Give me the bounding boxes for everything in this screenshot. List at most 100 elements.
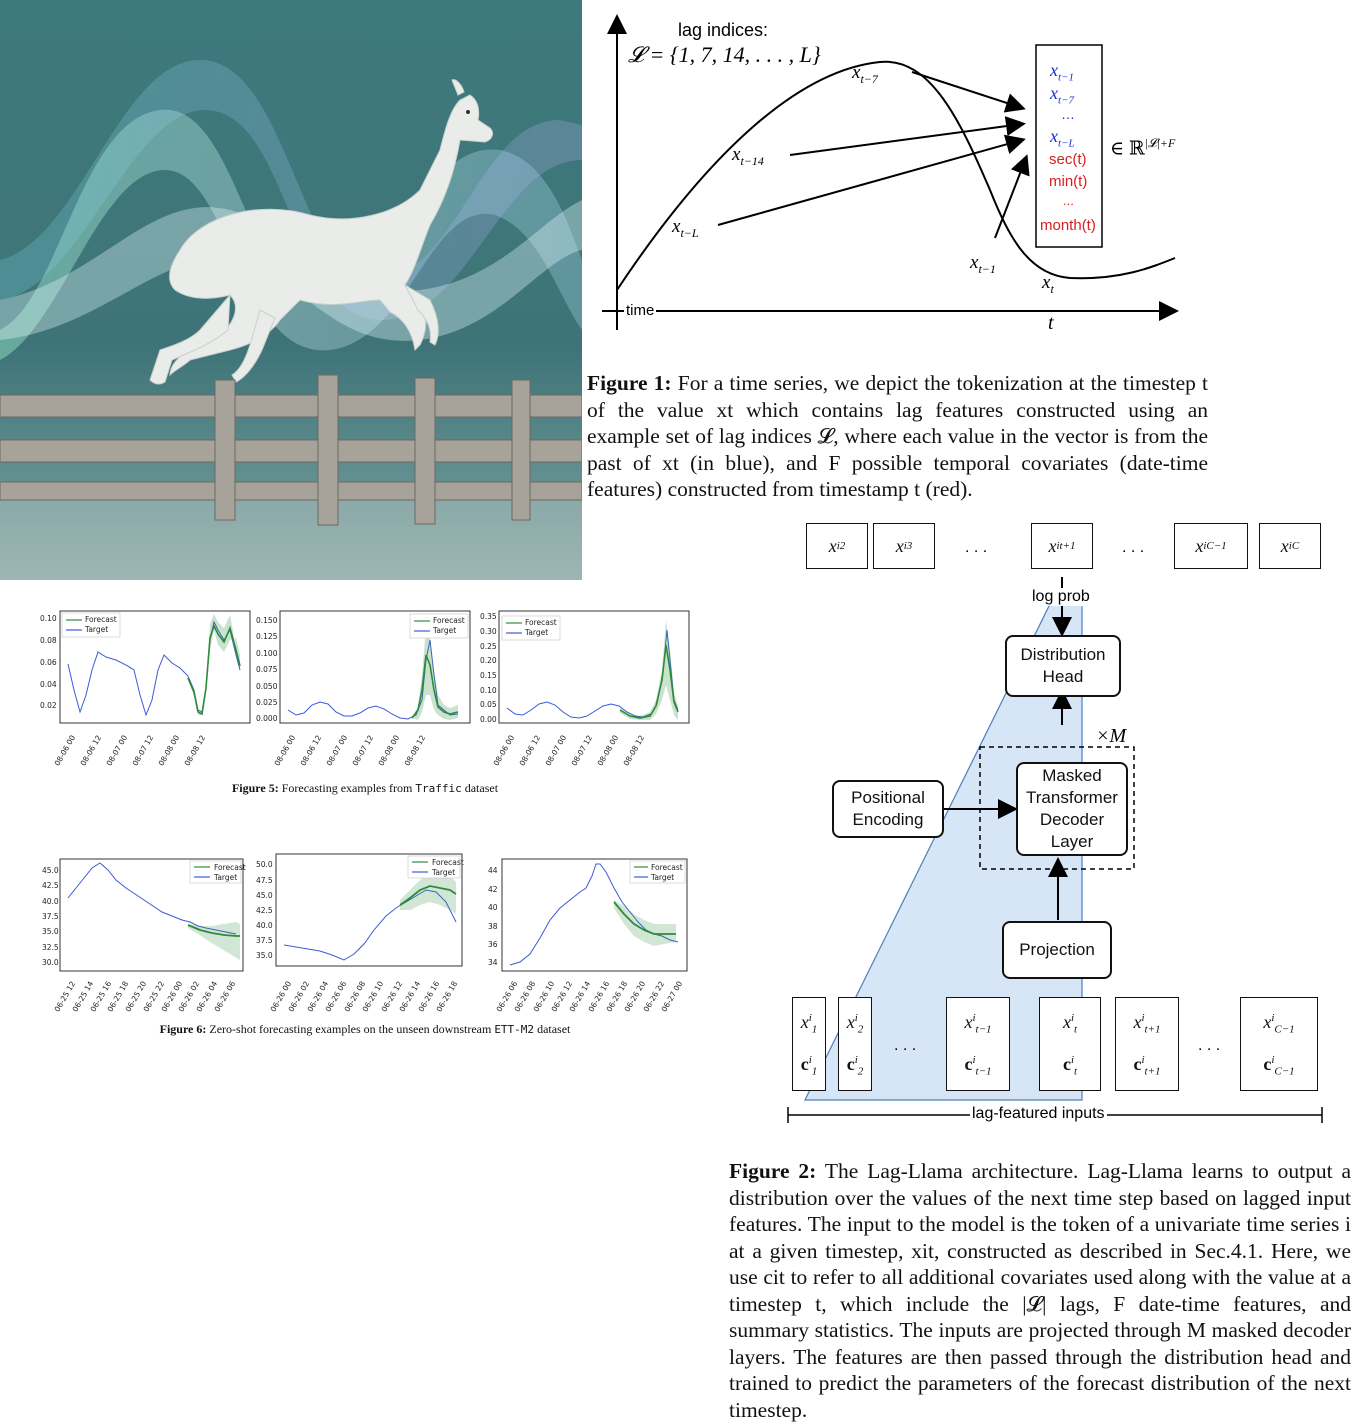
- f6-legend-target-1: Target: [214, 873, 238, 882]
- figure-5-svg: [59, 610, 690, 724]
- f6-p1-ytick: 42.5: [42, 881, 59, 890]
- f6-p2-ytick: 50.0: [256, 860, 273, 869]
- f5-p2-ytick: 0.100: [256, 649, 278, 658]
- figure-6-caption-text: Zero-shot forecasting examples on the un…: [209, 1022, 492, 1036]
- vector-entry-t-minus-L: xt−L: [1050, 126, 1075, 150]
- f6-p2-ytick: 47.5: [256, 876, 273, 885]
- f6-legend-target-3: Target: [651, 873, 675, 882]
- figure-6-caption-end: dataset: [537, 1022, 571, 1036]
- f5-legend-target-1: Target: [85, 625, 109, 634]
- f6-p3-ytick: 36: [488, 940, 498, 949]
- input-token-C-minus-1: xiC−1 ciC−1: [1240, 997, 1318, 1091]
- f6-p2-ytick: 42.5: [256, 906, 273, 915]
- positional-encoding-box: Positional Encoding: [832, 780, 944, 838]
- vector-entry-t-minus-1: xt−1: [1050, 60, 1074, 84]
- f5-p3-ytick: 0.25: [480, 642, 497, 651]
- f6-p3-ytick: 44: [488, 866, 498, 875]
- figure-5-caption-text: Forecasting examples from: [281, 781, 413, 795]
- f5-p2-ytick: 0.150: [256, 616, 278, 625]
- input-ellipsis-1: . . .: [894, 1037, 917, 1054]
- llama-illustration: [0, 0, 582, 580]
- f6-p2-ytick: 45.0: [256, 891, 273, 900]
- figure-2-caption: Figure 2: The Lag-Llama architecture. La…: [729, 1158, 1351, 1423]
- figure-2-caption-text: The Lag-Llama architecture. Lag-Llama le…: [729, 1159, 1351, 1422]
- top-ellipsis-1: . . .: [965, 539, 988, 556]
- sub-t-minus-14: t−14: [740, 153, 764, 168]
- lag-indices-title: lag indices:: [678, 20, 769, 40]
- f5-legend-forecast-3: Forecast: [525, 618, 557, 627]
- vector-entry-min: min(t): [1049, 173, 1088, 190]
- f6-legend-forecast-2: Forecast: [432, 858, 464, 867]
- f5-p3-ytick: 0.20: [480, 656, 497, 665]
- vector-entry-sec: sec(t): [1049, 151, 1087, 168]
- vector-entry-month: month(t): [1040, 217, 1096, 234]
- figure-6-caption-label: Figure 6:: [159, 1022, 207, 1036]
- figure-5-caption: Figure 5: Forecasting examples from Traf…: [30, 781, 700, 796]
- label-x-t-minus-7: xt−7: [852, 62, 878, 86]
- f5-p1-ytick: 0.10: [40, 614, 57, 623]
- f5-p3-ytick: 0.00: [480, 715, 497, 724]
- times-m-label: ×M: [1096, 725, 1127, 747]
- lag-indices-set: 𝓛 = {1, 7, 14, . . . , L}: [628, 42, 821, 67]
- figure-6-dataset: ETT-M2: [494, 1023, 535, 1036]
- figure-1-caption: Figure 1: For a time series, we depict t…: [587, 370, 1208, 503]
- lag-featured-inputs-label: lag-featured inputs: [970, 1105, 1107, 1123]
- figure-5-caption-end: dataset: [464, 781, 499, 795]
- vector-membership: ∈ ℝ|𝓛|+F: [1110, 136, 1176, 160]
- figure-1-caption-text: For a time series, we depict the tokeniz…: [587, 371, 1209, 501]
- top-ellipsis-2: . . .: [1122, 539, 1145, 556]
- f6-p1-ytick: 37.5: [42, 912, 59, 921]
- f6-p1-ytick: 30.0: [42, 958, 59, 967]
- f5-p3-ytick: 0.30: [480, 627, 497, 636]
- axis-t-label: t: [1048, 312, 1054, 334]
- figure-6-svg: [59, 853, 688, 972]
- input-token-2: xi2 ci2: [838, 997, 872, 1091]
- f5-p3-ytick: 0.35: [480, 612, 497, 621]
- f6-p3-ytick: 38: [488, 922, 498, 931]
- f6-p3-ytick: 34: [488, 958, 498, 967]
- f6-p2-ytick: 40.0: [256, 921, 273, 930]
- figure-5-dataset: Traffic: [415, 782, 462, 795]
- figure-6-plots: Forecast Target Forecast Target Forecast…: [30, 850, 700, 1020]
- input-token-t-plus-1: xit+1 cit+1: [1115, 997, 1179, 1091]
- figure-1-caption-label: Figure 1:: [587, 371, 672, 395]
- label-x-t-minus-14: xt−14: [732, 144, 764, 168]
- f5-p2-ytick: 0.050: [256, 682, 278, 691]
- f5-p2-ytick: 0.000: [256, 714, 278, 723]
- f5-legend-target-2: Target: [433, 626, 457, 635]
- log-prob-label: log prob: [1030, 588, 1092, 606]
- figure-5-caption-label: Figure 5:: [231, 781, 279, 795]
- f5-p1-ytick: 0.04: [40, 680, 57, 689]
- f6-p2-ytick: 35.0: [256, 951, 273, 960]
- label-x-t: xt: [1042, 272, 1054, 296]
- sub-t-minus-7: t−7: [860, 71, 878, 86]
- f5-p3-ytick: 0.05: [480, 700, 497, 709]
- distribution-head-box: Distribution Head: [1005, 635, 1121, 697]
- input-token-t-minus-1: xit−1 cit−1: [946, 997, 1010, 1091]
- vector-entry-ellipsis-red: ...: [1063, 193, 1074, 208]
- f5-p1-ytick: 0.08: [40, 636, 57, 645]
- f6-legend-forecast-1: Forecast: [214, 863, 246, 872]
- f5-p2-ytick: 0.025: [256, 698, 278, 707]
- f5-p2-ytick: 0.075: [256, 665, 278, 674]
- input-ellipsis-2: . . .: [1198, 1037, 1221, 1054]
- label-x-t-minus-1: xt−1: [970, 252, 996, 276]
- f5-p1-ytick: 0.06: [40, 658, 57, 667]
- label-x-t-minus-L: xt−L: [672, 216, 699, 240]
- f5-p3-ytick: 0.10: [480, 686, 497, 695]
- figure-6-caption: Figure 6: Zero-shot forecasting examples…: [30, 1022, 700, 1037]
- f6-p1-ytick: 45.0: [42, 866, 59, 875]
- axis-time-label: time: [624, 302, 657, 319]
- vector-entry-t-minus-7: xt−7: [1050, 83, 1074, 107]
- f6-p1-ytick: 35.0: [42, 927, 59, 936]
- figure-1-diagram: lag indices: 𝓛 = {1, 7, 14, . . . , L} x…: [590, 0, 1358, 370]
- f5-legend-forecast-2: Forecast: [433, 616, 465, 625]
- f6-p2-ytick: 37.5: [256, 936, 273, 945]
- f6-p1-ytick: 40.0: [42, 897, 59, 906]
- input-token-1: xi1 ci1: [792, 997, 826, 1091]
- f5-legend-target-3: Target: [525, 628, 549, 637]
